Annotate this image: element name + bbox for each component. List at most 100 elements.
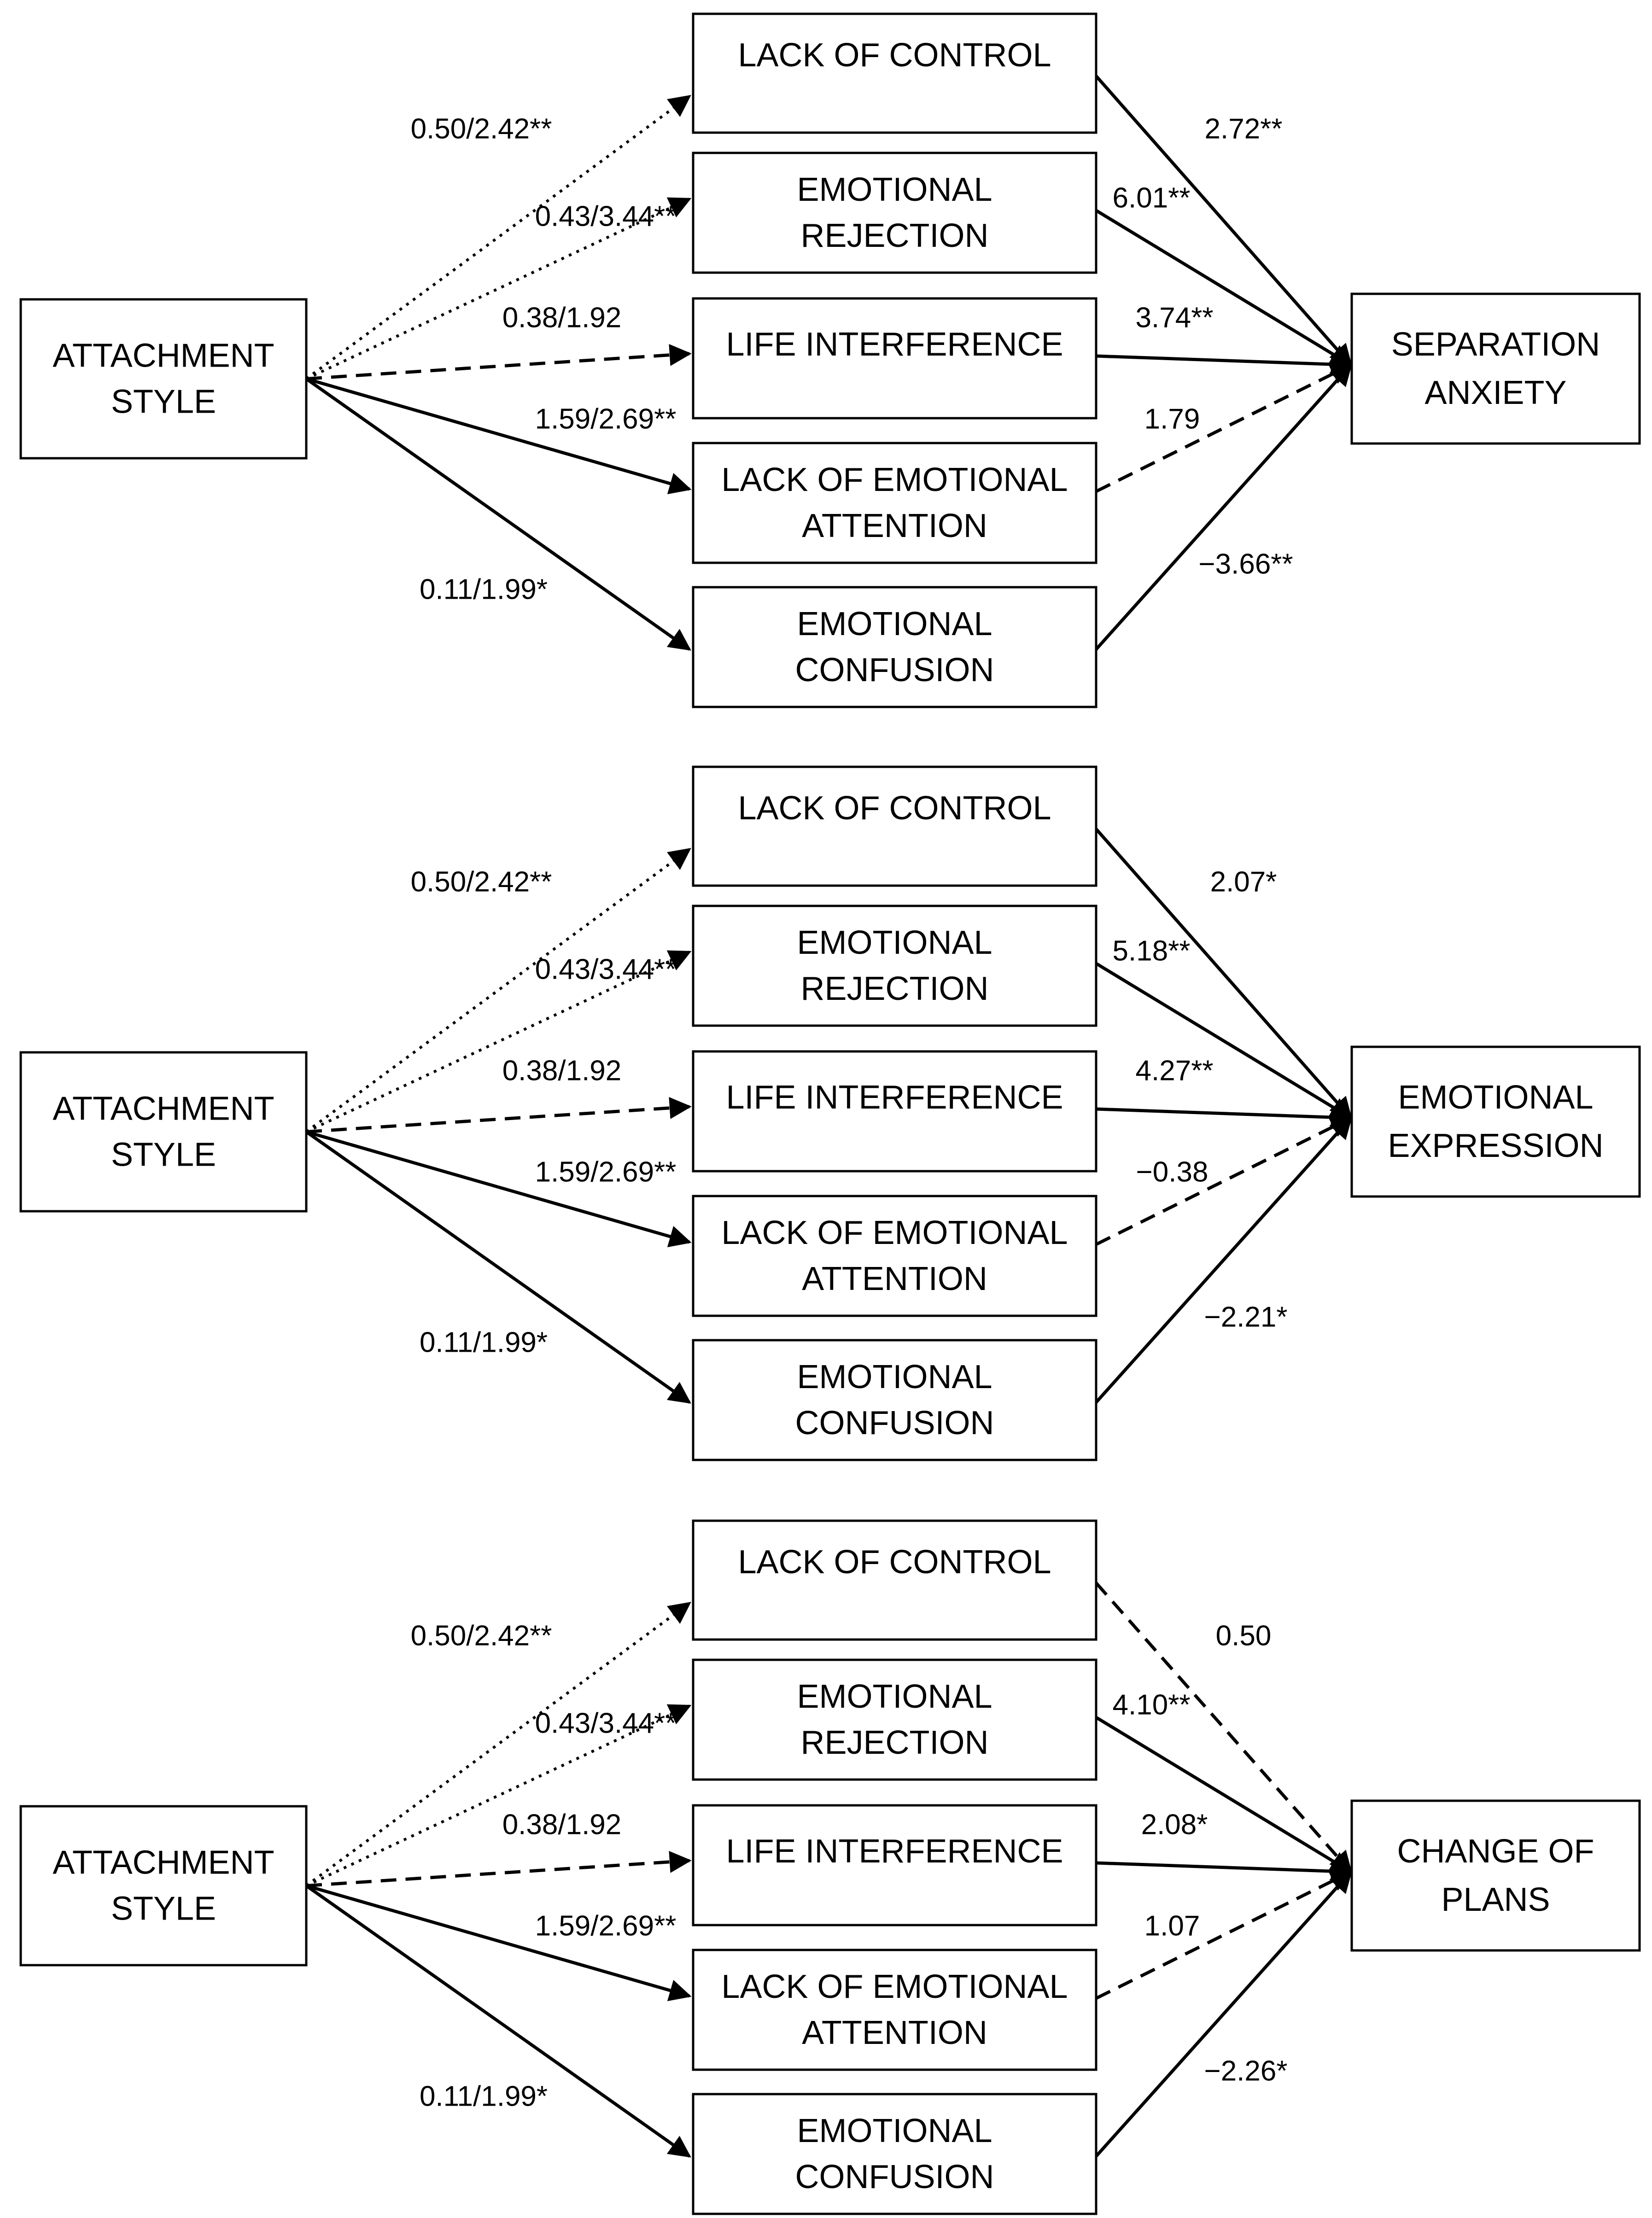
- b-path-arrow: [1095, 1716, 1353, 1874]
- outcome-node-label: ANXIETY: [1424, 374, 1566, 411]
- a-path-coefficient: 1.59/2.69**: [535, 1156, 677, 1188]
- b-path-coefficient: −0.38: [1136, 1156, 1208, 1188]
- mediator-node-box: [692, 1195, 1097, 1317]
- mediator-node: LIFE INTERFERENCE: [692, 1050, 1097, 1173]
- b-path-arrow: [1095, 1582, 1353, 1874]
- a-path-coefficient: 0.50/2.42**: [411, 113, 552, 145]
- b-path-coefficient: 3.74**: [1136, 302, 1214, 334]
- b-path-coefficient: −3.66**: [1198, 549, 1293, 580]
- mediator-node-box: [692, 765, 1097, 887]
- mediator-node-label: EMOTIONAL: [797, 2113, 992, 2149]
- b-path-coefficient: −2.21*: [1204, 1302, 1287, 1333]
- mediator-node-box: [692, 1658, 1097, 1781]
- a-path-coefficient: 0.50/2.42**: [411, 866, 552, 898]
- mediator-node-label: LIFE INTERFERENCE: [726, 1833, 1063, 1870]
- a-path-arrow: [306, 344, 692, 380]
- source-node-label: ATTACHMENT: [53, 1844, 274, 1881]
- b-path-arrow: [1095, 1870, 1353, 2000]
- mediator-node-box: [692, 12, 1097, 134]
- mediator-node-label: REJECTION: [800, 1724, 988, 1761]
- outcome-node-label: SEPARATION: [1391, 326, 1600, 363]
- a-path-coefficient: 1.59/2.69**: [535, 403, 677, 435]
- a-path-coefficient: 0.11/1.99*: [420, 574, 548, 606]
- source-node: ATTACHMENT STYLE: [19, 1805, 308, 1967]
- b-path-coefficient: 2.72**: [1205, 113, 1283, 145]
- mediator-node-box: [692, 152, 1097, 274]
- mediator-node-label: LACK OF EMOTIONAL: [721, 1968, 1068, 2005]
- b-path-arrow: [1095, 363, 1353, 651]
- source-node-label: ATTACHMENT: [53, 1091, 274, 1127]
- mediator-node-label: ATTENTION: [802, 1261, 987, 1297]
- mediator-node-label: LACK OF CONTROL: [738, 790, 1051, 827]
- mediator-node-label: CONFUSION: [795, 1405, 994, 1442]
- mediator-node: LIFE INTERFERENCE: [692, 297, 1097, 420]
- outcome-node-box: [1350, 1799, 1641, 1952]
- mediator-node: LIFE INTERFERENCE: [692, 1804, 1097, 1926]
- source-node-box: [19, 1051, 308, 1213]
- a-path-coefficient: 0.11/1.99*: [420, 2081, 548, 2113]
- a-path-coefficient: 0.38/1.92: [502, 1809, 622, 1841]
- mediator-node-label: CONFUSION: [795, 2159, 994, 2195]
- a-path-coefficient: 0.38/1.92: [502, 302, 622, 334]
- b-path-arrow: [1095, 1870, 1353, 2158]
- b-path-coefficient: 2.07*: [1210, 866, 1277, 898]
- b-path-arrow: [1096, 1860, 1353, 1882]
- b-path-arrow: [1096, 1106, 1353, 1128]
- a-path-coefficient: 0.43/3.44**: [535, 201, 677, 233]
- b-path-arrow: [1095, 828, 1353, 1120]
- b-path-arrow: [1095, 1116, 1353, 1246]
- a-path-coefficient: 0.50/2.42**: [411, 1620, 552, 1652]
- b-path-coefficient: 0.50: [1216, 1620, 1272, 1652]
- b-path-coefficient: −2.26*: [1204, 2055, 1287, 2087]
- mediator-node-label: REJECTION: [800, 217, 988, 254]
- mediator-node-label: EMOTIONAL: [797, 171, 992, 208]
- a-path-arrow: [305, 377, 691, 651]
- mediator-node-label: EMOTIONAL: [797, 1359, 992, 1395]
- mediator-node-box: [692, 1339, 1097, 1461]
- mediator-node-box: [692, 1949, 1097, 2071]
- b-path-coefficient: 2.08*: [1141, 1809, 1208, 1841]
- source-node-label: STYLE: [111, 384, 216, 420]
- a-path-coefficient: 0.11/1.99*: [420, 1327, 548, 1359]
- mediator-node: EMOTIONAL REJECTION: [692, 152, 1097, 274]
- mediator-node-label: LACK OF CONTROL: [738, 37, 1051, 74]
- source-node-box: [19, 298, 308, 460]
- a-path-arrow: [305, 1130, 691, 1404]
- b-path-arrow: [1095, 363, 1353, 493]
- mediator-node-box: [692, 1519, 1097, 1641]
- b-path-arrow: [1095, 1116, 1353, 1404]
- a-path-coefficient: 0.38/1.92: [502, 1055, 622, 1087]
- mediator-node: EMOTIONAL CONFUSION: [692, 1339, 1097, 1461]
- panel-3: ATTACHMENT STYLE LACK OF CONTROL EMOTIONAL R…: [19, 1519, 1641, 2215]
- mediator-node-box: [692, 1050, 1097, 1173]
- outcome-node-label: EXPRESSION: [1388, 1127, 1603, 1164]
- mediator-node-label: EMOTIONAL: [797, 1678, 992, 1715]
- mediator-node-label: LIFE INTERFERENCE: [726, 326, 1063, 363]
- b-path-coefficient: 1.79: [1144, 403, 1200, 435]
- b-path-arrow: [1095, 209, 1353, 367]
- a-path-arrow: [305, 1884, 691, 2158]
- mediator-node: LACK OF CONTROL: [692, 765, 1097, 887]
- mediator-node-label: CONFUSION: [795, 652, 994, 689]
- mediator-node-label: LIFE INTERFERENCE: [726, 1079, 1063, 1116]
- b-path-coefficient: 6.01**: [1113, 182, 1191, 214]
- mediator-node: LACK OF CONTROL: [692, 1519, 1097, 1641]
- mediator-node-label: LACK OF EMOTIONAL: [721, 461, 1068, 498]
- a-path-arrow: [306, 1130, 692, 1248]
- mediator-node-box: [692, 442, 1097, 564]
- mediator-node-label: LACK OF CONTROL: [738, 1544, 1051, 1581]
- mediator-node-box: [692, 2093, 1097, 2215]
- source-node: ATTACHMENT STYLE: [19, 298, 308, 460]
- source-node-label: ATTACHMENT: [53, 338, 274, 374]
- mediator-node-label: EMOTIONAL: [797, 924, 992, 961]
- source-node-label: STYLE: [111, 1891, 216, 1927]
- outcome-node: SEPARATION ANXIETY: [1350, 292, 1641, 445]
- mediator-node-box: [692, 586, 1097, 708]
